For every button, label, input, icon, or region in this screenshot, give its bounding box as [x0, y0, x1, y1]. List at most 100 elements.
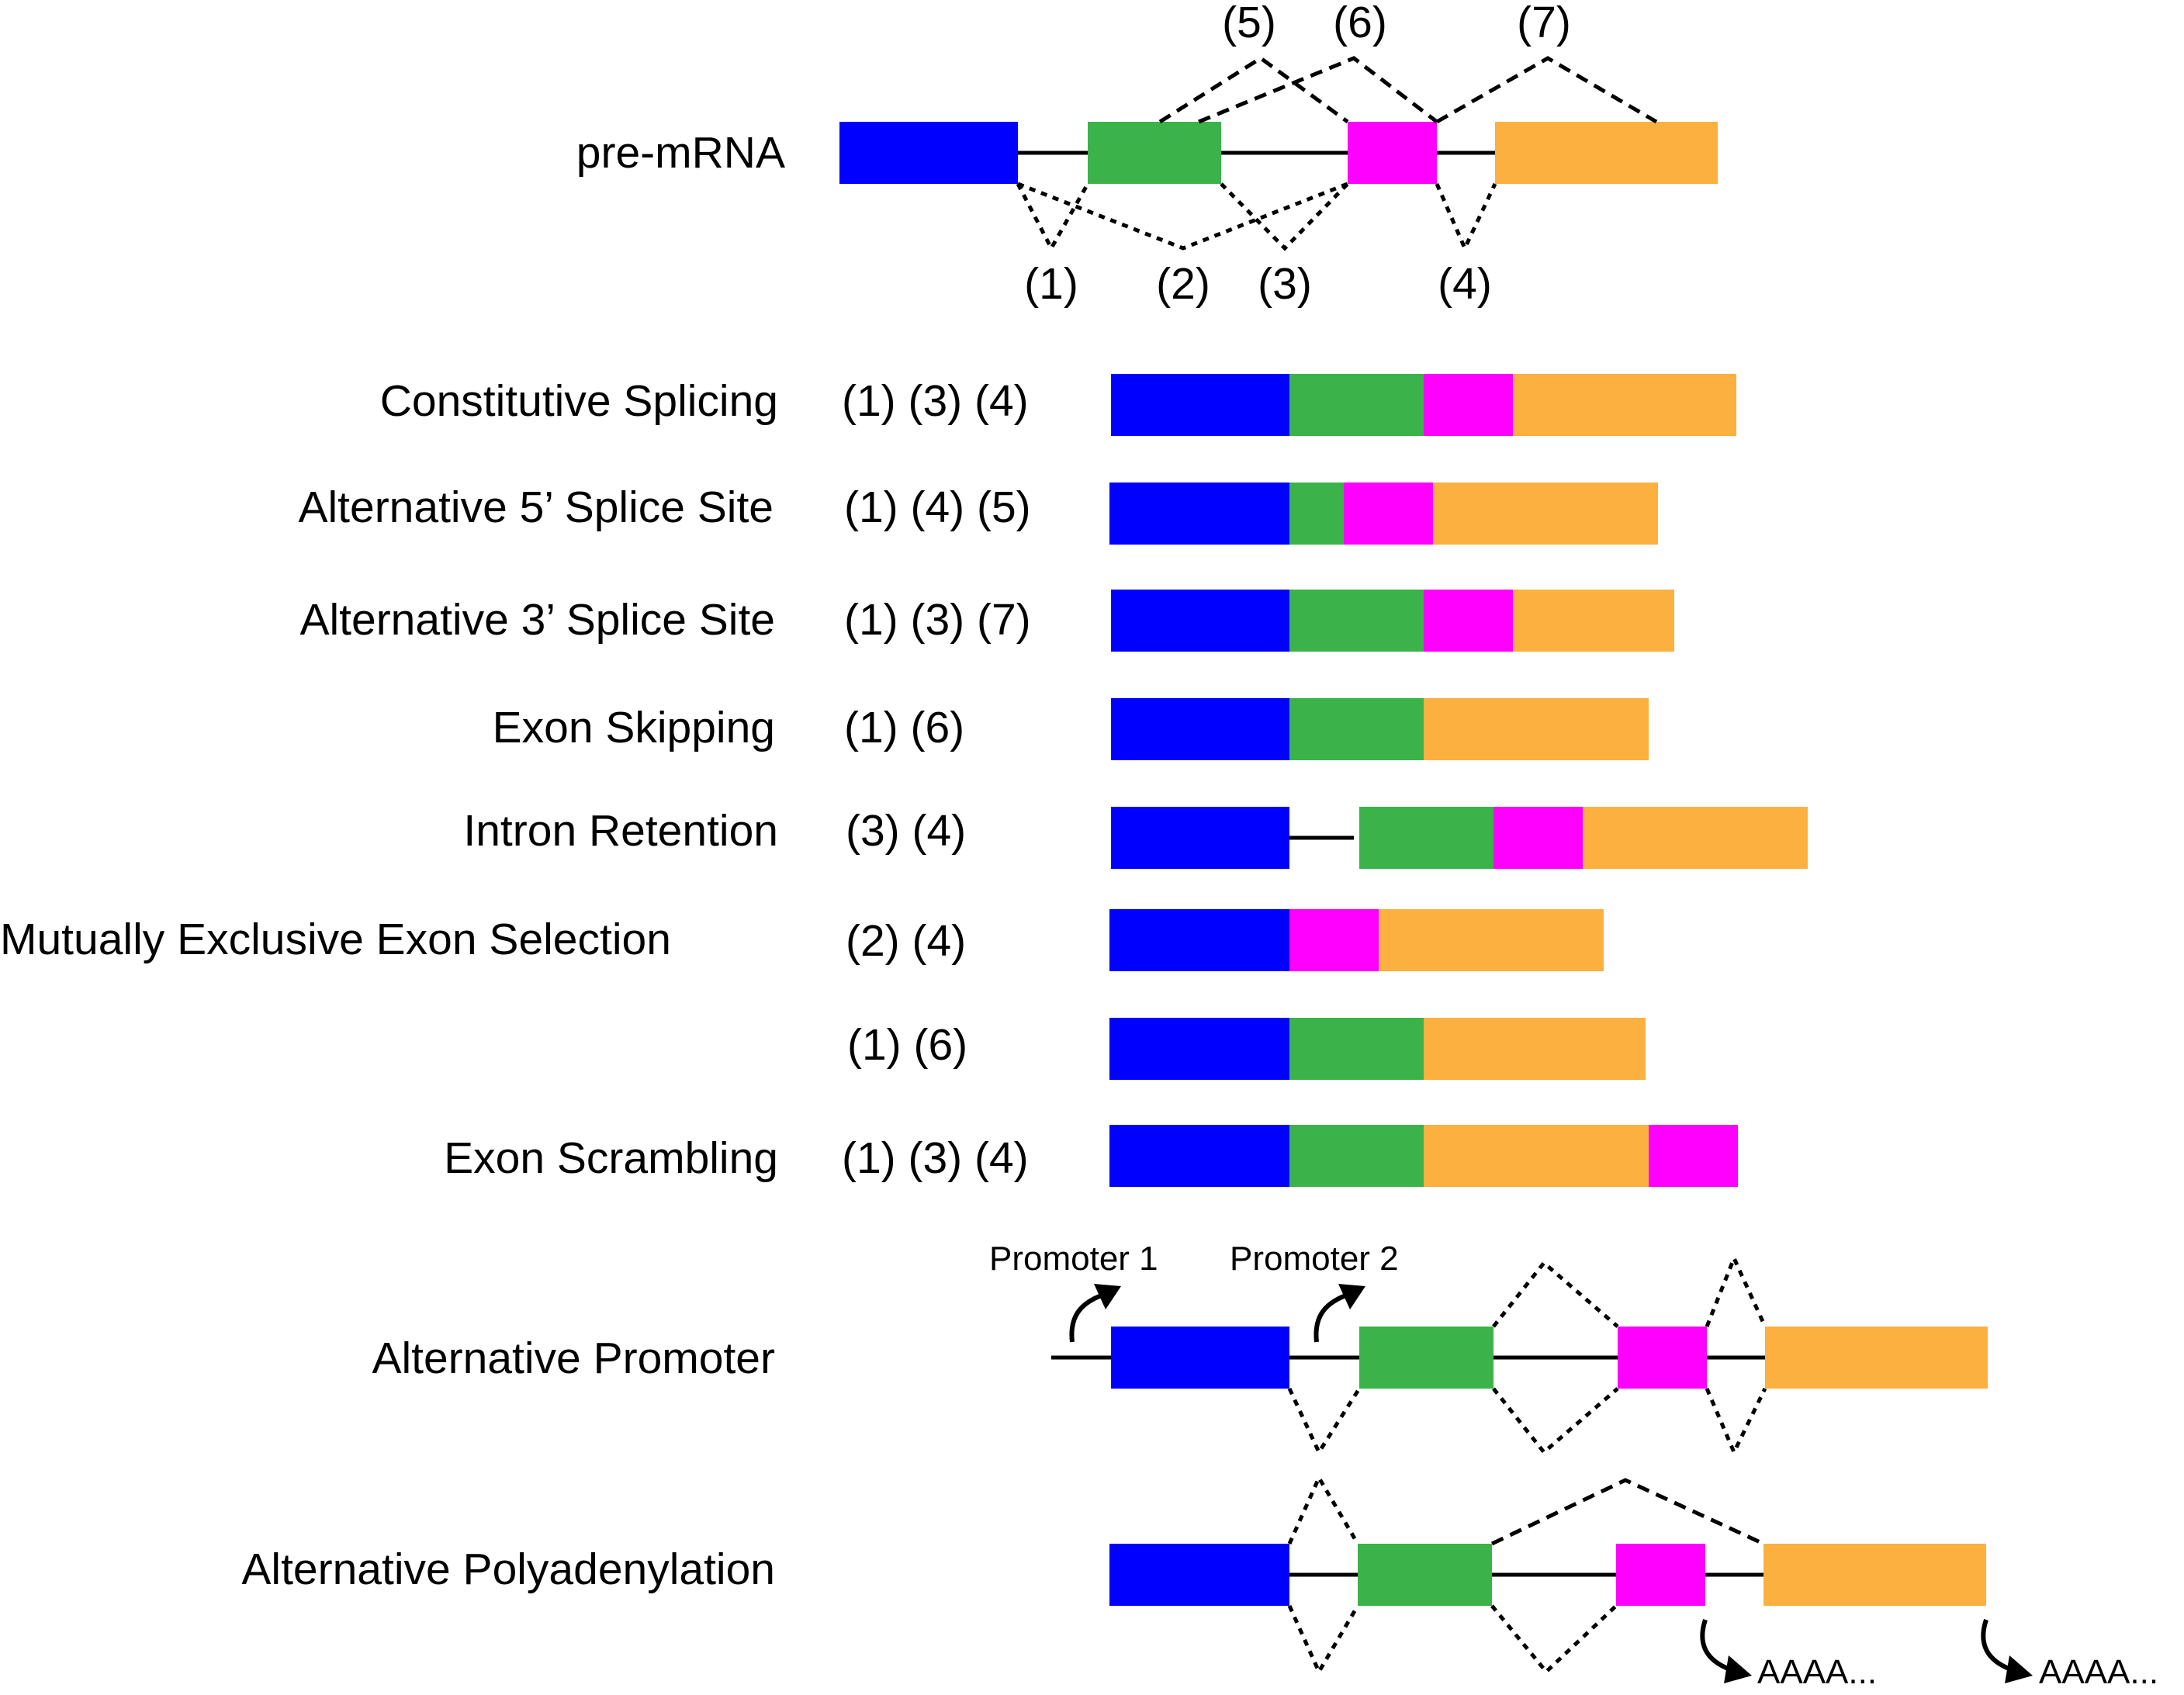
exon-2 [1289, 590, 1424, 652]
exon-3 [1618, 1327, 1707, 1389]
promoter-1-label: Promoter 1 [989, 1240, 1158, 1278]
event-label-3: (3) [1258, 259, 1312, 309]
exon-2 [1289, 1125, 1424, 1187]
row-codes: (1) (6) [847, 1020, 967, 1070]
exon-4 [1763, 1544, 1986, 1606]
exon-1 [1111, 1327, 1289, 1389]
exon-3 [1493, 807, 1583, 869]
promoter-2-arrow [1314, 1292, 1351, 1343]
row-label: Alternative Polyadenylation [241, 1545, 775, 1594]
exon-4 [1513, 374, 1736, 436]
exon-1 [1109, 483, 1289, 545]
promoter-1-arrow [1069, 1292, 1106, 1343]
event-label-1: (1) [1024, 259, 1078, 309]
row-label: Alternative 5’ Splice Site [298, 483, 774, 532]
promoter-1-arrowhead [1094, 1284, 1121, 1309]
row-codes: (1) (6) [844, 703, 964, 752]
event-label-7: (7) [1517, 0, 1571, 47]
junction-b-top [1492, 1260, 1619, 1328]
junction-b-bottom [1492, 1387, 1619, 1455]
row-alt-promoter: Alternative Promoter Promoter 1 Promoter… [372, 1240, 1988, 1458]
exon-1 [1109, 1018, 1289, 1080]
exon-1 [1111, 698, 1289, 760]
premrna-junctions-top [1158, 55, 1658, 124]
row-label: Alternative 3’ Splice Site [299, 595, 775, 645]
polya-arrow-1 [1700, 1619, 1732, 1672]
junction-c-top [1705, 1253, 1767, 1328]
junction-1 [1016, 182, 1090, 253]
junction-a [1287, 1387, 1362, 1457]
exon-1 [1111, 807, 1289, 869]
exon-2-truncated [1289, 483, 1344, 545]
row-label: Alternative Promoter [372, 1334, 775, 1383]
row-codes: (1) (4) (5) [844, 483, 1031, 532]
junction-a-bottom [1287, 1604, 1360, 1676]
exon-1 [1109, 1544, 1289, 1606]
row-alt-3-splice-site: Alternative 3’ Splice Site (1) (3) (7) [299, 590, 1674, 652]
exon-1 [1109, 1125, 1289, 1187]
exon-2 [1359, 1327, 1493, 1389]
row-codes: (1) (3) (7) [844, 595, 1031, 645]
exon-4 [1424, 1018, 1646, 1080]
row-codes: (2) (4) [846, 916, 966, 966]
polya-arrowhead-2 [2005, 1655, 2033, 1683]
polya-tail-1: AAAA... [1757, 1653, 1877, 1691]
exon-4-truncated [1513, 590, 1674, 652]
exon-1 [1111, 590, 1289, 652]
premrna-junctions-bottom [1016, 182, 1497, 254]
junction-2 [1017, 182, 1348, 251]
promoter-junctions [1287, 1253, 1767, 1458]
event-label-2: (2) [1156, 259, 1210, 309]
polya-junctions [1287, 1473, 1618, 1676]
row-label: Exon Scrambling [444, 1133, 778, 1183]
row-alt-5-splice-site: Alternative 5’ Splice Site (1) (4) (5) [298, 483, 1658, 545]
polya-junctions-dashed [1490, 1478, 1765, 1546]
junction-6 [1198, 56, 1438, 124]
promoter-2-label: Promoter 2 [1230, 1240, 1399, 1278]
row-label: Mutually Exclusive Exon Selection [0, 915, 671, 964]
exon-4 [1765, 1327, 1988, 1389]
exon-3 [1424, 374, 1513, 436]
junction-a-top [1287, 1473, 1360, 1545]
polya-arrow-2 [1981, 1619, 2013, 1672]
premrna-exon-4 [1495, 122, 1718, 184]
junction-c-bottom [1705, 1387, 1767, 1458]
junction-5 [1158, 55, 1349, 124]
exon-4 [1433, 483, 1658, 545]
exon-3 [1616, 1544, 1705, 1606]
premrna-exon-3 [1348, 122, 1437, 184]
row-label: Constitutive Splicing [380, 376, 778, 426]
junction-7 [1435, 56, 1658, 124]
exon-2 [1359, 807, 1493, 869]
premrna-exon-1 [839, 122, 1018, 184]
exon-2 [1289, 1018, 1424, 1080]
row-intron-retention: Intron Retention (3) (4) [463, 806, 1808, 869]
premrna-exon-2 [1088, 122, 1221, 184]
row-mutually-exclusive-alt: (1) (6) [847, 1018, 1646, 1080]
exon-3 [1289, 909, 1379, 971]
junction-b-bottom [1490, 1604, 1618, 1675]
row-constitutive: Constitutive Splicing (1) (3) (4) [380, 374, 1736, 436]
event-label-5: (5) [1222, 0, 1276, 47]
row-codes: (1) (3) (4) [842, 376, 1029, 426]
junction-4 [1435, 182, 1497, 254]
row-codes: (3) (4) [846, 806, 966, 856]
exon-2 [1289, 374, 1424, 436]
exon-3 [1649, 1125, 1738, 1187]
polya-arrowhead-1 [1724, 1655, 1752, 1683]
premrna-group: pre-mRNA (5) (6) (7) (1) (2) (3) (4) [576, 0, 1718, 309]
event-label-4: (4) [1438, 259, 1492, 309]
row-label: Intron Retention [463, 806, 778, 856]
exon-2 [1358, 1544, 1492, 1606]
row-codes: (1) (3) (4) [842, 1133, 1029, 1183]
row-exon-skipping: Exon Skipping (1) (6) [493, 698, 1649, 760]
exon-2 [1289, 698, 1424, 760]
row-label: Exon Skipping [493, 703, 775, 752]
row-alt-polyadenylation: Alternative Polyadenylation AAAA... AAAA… [241, 1473, 2158, 1691]
exon-3 [1344, 483, 1433, 545]
polya-tail-2: AAAA... [2039, 1653, 2158, 1691]
exon-1 [1111, 374, 1289, 436]
junction-skip-top [1490, 1478, 1765, 1546]
